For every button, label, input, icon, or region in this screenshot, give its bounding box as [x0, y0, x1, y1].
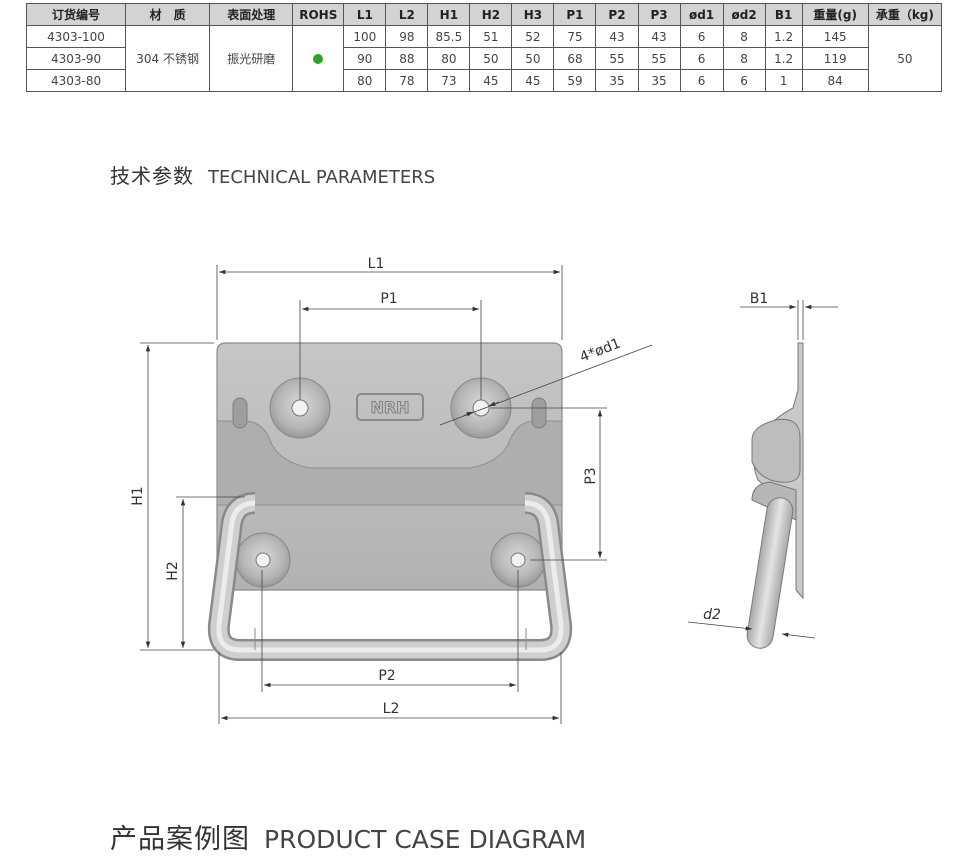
finish-cell: 振光研磨 — [209, 25, 294, 92]
dimension-p3: P3 — [490, 407, 607, 561]
header-cell: P1 — [553, 3, 597, 26]
p1-label: P1 — [380, 291, 397, 307]
front-view: NRH L1 P1 — [130, 256, 653, 724]
dimension-l2: L2 — [218, 652, 562, 724]
dimension-d2: d2 — [687, 607, 816, 639]
header-cell: B1 — [764, 3, 803, 26]
header-cell: 承重（kg) — [867, 3, 943, 26]
spec-table: 订货编号 材 质 表面处理 ROHS L1 L2 H1 H2 H3 P1 P2 … — [25, 3, 943, 92]
dim-cell: 80 — [427, 47, 471, 70]
header-cell: 订货编号 — [25, 3, 127, 26]
l1-label: L1 — [368, 256, 385, 272]
l2-label: L2 — [383, 701, 400, 717]
rohs-cell — [292, 25, 345, 92]
d2-label: d2 — [703, 607, 721, 623]
p3-label: P3 — [583, 467, 599, 484]
dim-cell: 35 — [595, 69, 639, 92]
side-handle-bar — [746, 497, 794, 649]
dim-cell: 43 — [595, 25, 639, 48]
header-cell: L2 — [385, 3, 429, 26]
header-cell: ød1 — [679, 3, 724, 26]
top-right-hole-bore — [472, 399, 490, 417]
weight-cell: 145 — [801, 25, 869, 48]
dimension-b1: B1 — [740, 291, 838, 340]
dim-cell: 50 — [511, 47, 555, 70]
right-slot — [531, 397, 547, 429]
b1-label: B1 — [750, 291, 769, 307]
p2-label: P2 — [378, 668, 395, 684]
top-left-hole-bore — [291, 399, 309, 417]
side-hinge-curl — [751, 418, 801, 483]
heading-en: PRODUCT CASE DIAGRAM — [264, 825, 587, 854]
dimension-h2: H2 — [165, 496, 245, 648]
dim-cell: 90 — [343, 47, 387, 70]
dimension-l1: L1 — [216, 256, 563, 340]
order-code-cell: 4303-80 — [25, 69, 127, 92]
header-cell: P2 — [595, 3, 639, 26]
dim-cell: 85.5 — [427, 25, 471, 48]
weight-cell: 84 — [801, 69, 869, 92]
header-cell: 材 质 — [125, 3, 211, 26]
dim-cell: 55 — [637, 47, 681, 70]
h1-label: H1 — [130, 486, 146, 505]
handle-loop — [207, 492, 573, 661]
heading-en: TECHNICAL PARAMETERS — [208, 167, 436, 188]
hinge-band — [216, 420, 563, 506]
h2-label: H2 — [165, 561, 181, 580]
dimension-p1: P1 — [299, 291, 482, 400]
d1-label: 4*ød1 — [578, 336, 623, 366]
technical-parameters-heading: 技术参数 TECHNICAL PARAMETERS — [110, 160, 435, 189]
header-cell: 表面处理 — [209, 3, 294, 26]
svg-text:NRH: NRH — [370, 398, 409, 417]
dim-cell: 6 — [679, 69, 724, 92]
header-cell: L1 — [343, 3, 387, 26]
dim-cell: 45 — [511, 69, 555, 92]
heading-zh: 产品案例图 — [110, 824, 250, 855]
dim-cell: 59 — [553, 69, 597, 92]
load-cell: 50 — [867, 25, 943, 92]
header-cell: ROHS — [292, 3, 345, 26]
product-case-heading: 产品案例图 PRODUCT CASE DIAGRAM — [110, 817, 586, 856]
header-cell: H1 — [427, 3, 471, 26]
rohs-compliant-dot — [313, 54, 324, 64]
heading-zh: 技术参数 — [110, 164, 194, 188]
dim-cell: 100 — [343, 25, 387, 48]
material-cell: 304 不锈钢 — [125, 25, 211, 92]
left-slot — [232, 397, 248, 429]
bottom-right-hole-bore — [510, 552, 526, 568]
table-row: 4303-80 80 78 73 45 45 59 35 35 6 6 1 84 — [25, 69, 942, 92]
weight-cell: 119 — [801, 47, 869, 70]
table-header-row: 订货编号 材 质 表面处理 ROHS L1 L2 H1 H2 H3 P1 P2 … — [25, 3, 943, 26]
dimension-p2: P2 — [261, 570, 519, 692]
bottom-left-hole-bore — [255, 552, 271, 568]
nrh-logo: NRH — [356, 393, 424, 421]
header-cell: 重量(g) — [801, 3, 869, 26]
header-cell: H3 — [511, 3, 555, 26]
header-cell: ød2 — [722, 3, 766, 26]
table-row: 4303-90 90 88 80 50 50 68 55 55 6 8 1.2 … — [25, 47, 942, 70]
dimension-h1: H1 — [130, 342, 214, 651]
dim-cell: 88 — [385, 47, 429, 70]
side-view: B1 d2 — [687, 291, 838, 649]
dim-cell: 80 — [343, 69, 387, 92]
dim-cell: 45 — [469, 69, 513, 92]
